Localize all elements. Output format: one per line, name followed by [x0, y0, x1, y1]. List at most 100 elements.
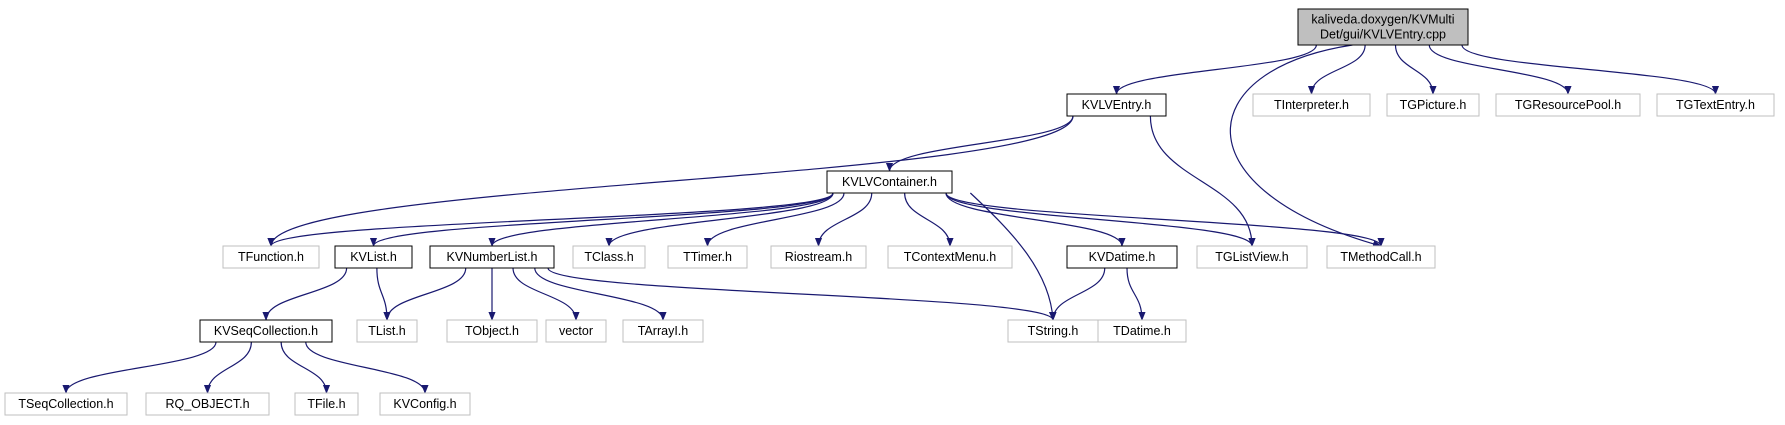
- edge-line: [605, 192, 834, 247]
- edge-line: [534, 267, 667, 321]
- node-label: vector: [559, 324, 593, 338]
- edge-line: [814, 192, 873, 247]
- edge-line: [945, 192, 1126, 247]
- node-box: [667, 245, 748, 269]
- edge-kvlvcontainer-to-tstring: [969, 192, 1057, 321]
- node-box: [446, 319, 538, 343]
- node-tobject: TObject.h: [446, 319, 538, 343]
- node-box: [887, 245, 1013, 269]
- edge-line: [1229, 44, 1382, 248]
- node-box: [294, 392, 359, 416]
- edge-line: [488, 192, 834, 247]
- edge-kvlventry-to-tfunction: [267, 115, 1074, 247]
- node-label: KVConfig.h: [393, 397, 456, 411]
- edge-kvlvcontainer-to-kvnumberlist: [488, 192, 834, 247]
- edge-kvseqcollection-to-tseqcollection: [62, 341, 217, 394]
- edge-kvlvcontainer-to-ttimer: [703, 192, 845, 247]
- edge-line: [262, 267, 348, 321]
- edge-kvnumberlist-to-tarrayi: [534, 267, 667, 321]
- node-label: TString.h: [1028, 324, 1079, 338]
- edge-line: [512, 267, 580, 321]
- edge-line: [904, 192, 954, 247]
- edge-kvseqcollection-to-tfile: [280, 341, 331, 394]
- edge-line: [1461, 44, 1720, 95]
- node-label: TMethodCall.h: [1340, 250, 1421, 264]
- edge-line: [383, 267, 467, 321]
- node-box: [356, 319, 418, 343]
- node-rq_object: RQ_OBJECT.h: [145, 392, 270, 416]
- node-kvlist[interactable]: KVList.h: [334, 245, 413, 269]
- node-kvdatime[interactable]: KVDatime.h: [1066, 245, 1178, 269]
- edge-line: [1126, 267, 1146, 321]
- edge-line: [376, 267, 391, 321]
- edge-kvnumberlist-to-vector: [512, 267, 580, 321]
- node-label: TInterpreter.h: [1274, 98, 1349, 112]
- edge-kvlventry-to-tglistview: [1149, 115, 1256, 247]
- node-label: TFunction.h: [238, 250, 304, 264]
- node-box: [379, 392, 471, 416]
- edge-root-to-tmethodcall: [1229, 44, 1382, 248]
- node-tdatime: TDatime.h: [1097, 319, 1187, 343]
- edge-line: [1112, 44, 1317, 95]
- edge-kvlventry-to-kvlvcontainer: [885, 115, 1074, 172]
- node-tglistview: TGListView.h: [1196, 245, 1308, 269]
- node-box: [826, 170, 953, 194]
- edge-line: [1428, 44, 1572, 95]
- node-label: KVLVEntry.h: [1082, 98, 1152, 112]
- node-label: KVList.h: [350, 250, 397, 264]
- node-tcontextmenu: TContextMenu.h: [887, 245, 1013, 269]
- node-kvseqcollection[interactable]: KVSeqCollection.h: [199, 319, 333, 343]
- edge-kvseqcollection-to-rq_object: [203, 341, 252, 394]
- node-box: [1066, 93, 1167, 117]
- node-box: [199, 319, 333, 343]
- node-label: TTimer.h: [683, 250, 732, 264]
- node-label: Riostream.h: [785, 250, 852, 264]
- edge-line: [267, 115, 1074, 247]
- node-box: [1297, 8, 1469, 46]
- node-box: [145, 392, 270, 416]
- node-label: TClass.h: [584, 250, 633, 264]
- node-riostream: Riostream.h: [770, 245, 867, 269]
- node-label: TContextMenu.h: [904, 250, 996, 264]
- node-tfunction: TFunction.h: [222, 245, 320, 269]
- node-root[interactable]: kaliveda.doxygen/KVMultiDet/gui/KVLVEntr…: [1297, 8, 1469, 46]
- node-box: [222, 245, 320, 269]
- node-box: [1196, 245, 1308, 269]
- edge-root-to-tgresourcepool: [1428, 44, 1572, 95]
- edge-kvlvcontainer-to-tclass: [605, 192, 834, 247]
- node-label: RQ_OBJECT.h: [165, 397, 249, 411]
- node-kvlventry[interactable]: KVLVEntry.h: [1066, 93, 1167, 117]
- node-kvconfig: KVConfig.h: [379, 392, 471, 416]
- node-label: TGTextEntry.h: [1676, 98, 1755, 112]
- edge-line: [547, 267, 1057, 321]
- node-tclass: TClass.h: [572, 245, 646, 269]
- node-label: TDatime.h: [1113, 324, 1171, 338]
- node-box: [1252, 93, 1371, 117]
- edge-line: [885, 115, 1074, 172]
- edge-line: [62, 341, 217, 394]
- node-tseqcollection: TSeqCollection.h: [4, 392, 128, 416]
- edge-kvnumberlist-to-tlist: [383, 267, 467, 321]
- edge-line: [1307, 44, 1366, 95]
- node-kvlvcontainer[interactable]: KVLVContainer.h: [826, 170, 953, 194]
- edge-line: [1049, 267, 1106, 321]
- edge-kvlvcontainer-to-tglistview: [945, 192, 1256, 247]
- node-label: KVNumberList.h: [446, 250, 537, 264]
- node-box: [622, 319, 704, 343]
- node-tinterpreter: TInterpreter.h: [1252, 93, 1371, 117]
- node-box: [1097, 319, 1187, 343]
- edges: [62, 44, 1720, 394]
- node-vector: vector: [545, 319, 607, 343]
- edge-root-to-kvlventry: [1112, 44, 1317, 95]
- edge-line: [1394, 44, 1437, 95]
- edge-line: [267, 192, 834, 247]
- node-box: [1495, 93, 1641, 117]
- edge-kvdatime-to-tstring: [1049, 267, 1106, 321]
- node-tstring: TString.h: [1007, 319, 1099, 343]
- node-label: TFile.h: [307, 397, 345, 411]
- edge-kvlist-to-tlist: [376, 267, 391, 321]
- node-kvnumberlist[interactable]: KVNumberList.h: [429, 245, 555, 269]
- node-box: [1326, 245, 1436, 269]
- node-box: [572, 245, 646, 269]
- node-box: [1066, 245, 1178, 269]
